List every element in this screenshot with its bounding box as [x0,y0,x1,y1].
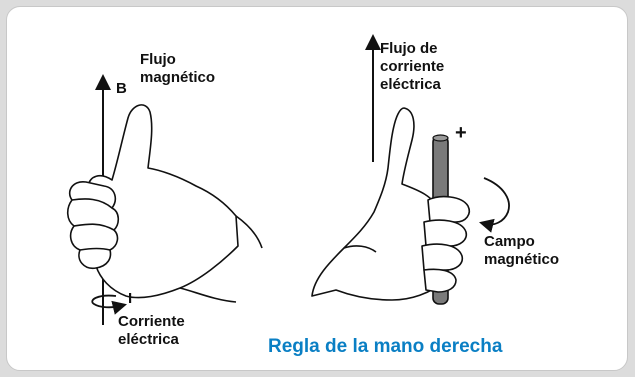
current-flow-line1: Flujo de [380,40,438,57]
field-label-line1: Campo [484,233,535,250]
current-label-line1: Corriente [118,313,185,330]
plus-label: + [455,122,467,144]
b-label: B [116,80,127,97]
left-hand-drawing [66,104,263,303]
flux-label-line2: magnético [140,69,216,86]
current-curl-arrow [91,294,127,315]
flux-label: Flujo magnético [140,51,215,87]
field-label-line2: magnético [484,251,560,268]
current-flow-label: Flujo de corriente eléctrica [380,40,444,94]
current-flow-line2: corriente [380,58,445,75]
current-label: Corriente eléctrica [118,313,185,349]
i-label: I [128,290,133,307]
right-hand-drawing [311,107,447,301]
flux-label-line1: Flujo [140,51,176,68]
field-label: Campo magnético [484,233,559,269]
right-hand-fingers [421,195,471,293]
magnetic-field-curl-arrow [479,177,510,233]
current-flow-line3: eléctrica [380,76,441,93]
diagram-title: Regla de la mano derecha [268,336,503,357]
current-label-line2: eléctrica [118,331,179,348]
